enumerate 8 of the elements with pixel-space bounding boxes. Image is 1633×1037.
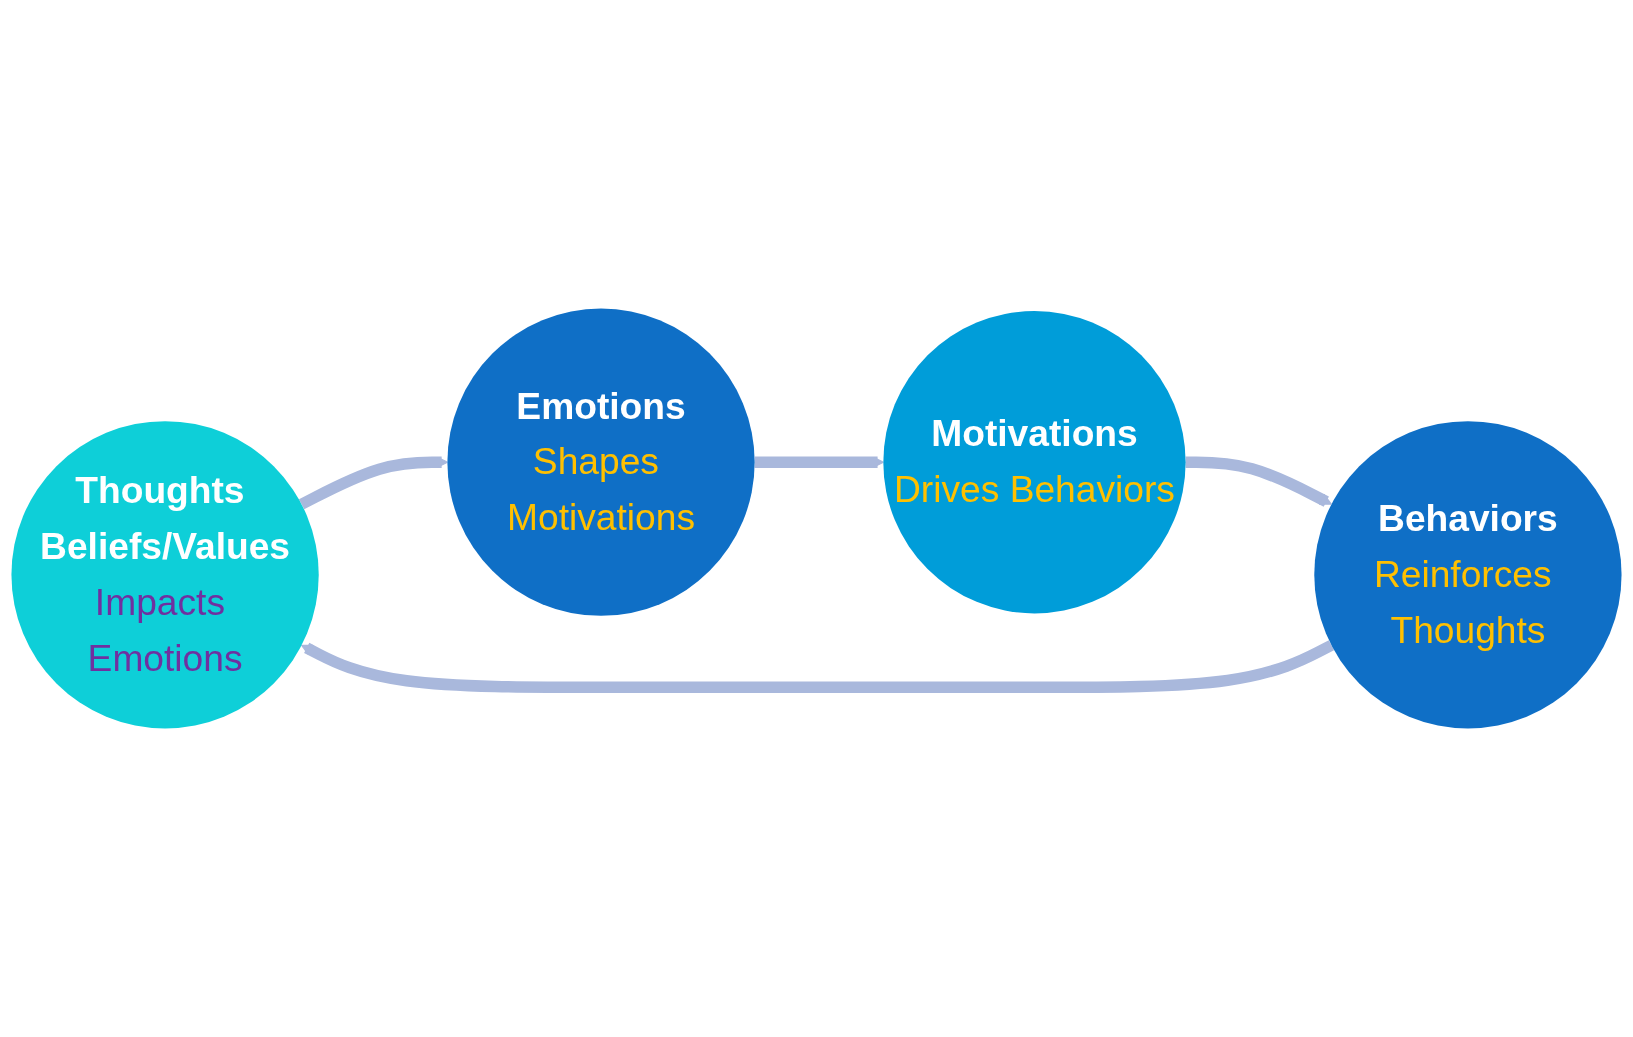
arrow [299,455,448,510]
arrow [1185,456,1332,507]
node-circle: Emotions Shapes Motivations [447,308,755,616]
arrow [754,455,884,469]
arrow [301,640,1334,694]
node-circle: Behaviors Reinforces Thoughts [1314,421,1622,729]
node-circle: Motivations Drives Behaviors [883,311,1186,614]
node-circle: Thoughts Beliefs/Values Impacts Emotions [11,421,319,729]
